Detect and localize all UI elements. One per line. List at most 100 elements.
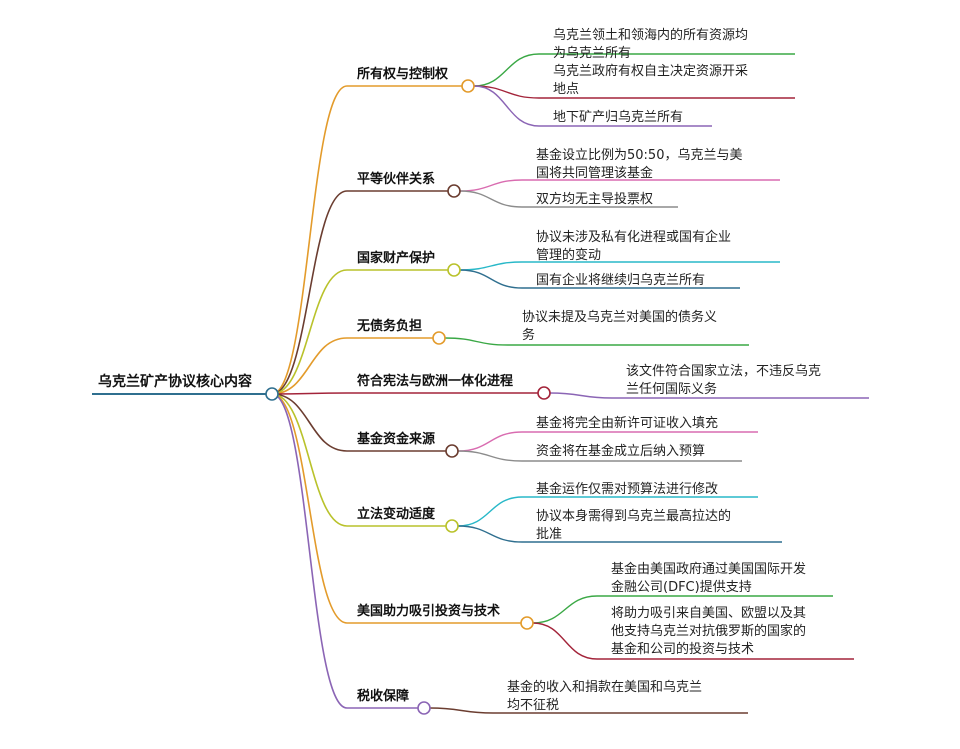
- branch-connector: [271, 392, 348, 395]
- leaf-connector: [549, 392, 613, 399]
- leaf-text-line: 基金由美国政府通过美国国际开发: [611, 561, 806, 577]
- leaf-text-line: 国有企业将继续归乌克兰所有: [536, 272, 705, 288]
- branch-label: 无债务负担: [356, 318, 422, 334]
- leaf-text-line: 基金设立比例为50:50，乌克兰与美: [536, 147, 742, 163]
- branch-junction: [520, 616, 534, 630]
- leaf-text-line: 该文件符合国家立法，不违反乌克: [626, 363, 821, 379]
- root-junction: [265, 387, 279, 401]
- leaf-text-line: 协议本身需得到乌克兰最高拉达的: [536, 508, 731, 524]
- branch-connector: [271, 393, 348, 709]
- branch-label: 所有权与控制权: [357, 66, 449, 82]
- branch-1: 所有权与控制权乌克兰领土和领海内的所有资源均为乌克兰所有乌克兰政府有权自主决定资…: [271, 27, 795, 395]
- leaf-node: 基金将完全由新许可证收入填充: [457, 415, 758, 452]
- leaf-connector: [459, 179, 523, 192]
- leaf-node: 基金运作仅需对预算法进行修改: [457, 481, 758, 527]
- branch-junction: [432, 331, 446, 345]
- branch-junction: [461, 79, 475, 93]
- leaf-text-line: 基金将完全由新许可证收入填充: [536, 415, 718, 431]
- leaf-text-line: 资金将在基金成立后纳入预算: [536, 443, 705, 459]
- branch-junction: [447, 263, 461, 277]
- leaf-text-line: 务: [522, 327, 535, 343]
- branch-junction: [537, 386, 551, 400]
- leaf-text-line: 兰任何国际义务: [626, 381, 717, 397]
- leaf-text-line: 协议未涉及私有化进程或国有企业: [536, 229, 731, 245]
- branch-8: 美国助力吸引投资与技术基金由美国政府通过美国国际开发金融公司(DFC)提供支持将…: [271, 393, 854, 660]
- leaf-text-line: 均不征税: [507, 698, 559, 713]
- branch-connector: [271, 190, 348, 395]
- branch-layer: 所有权与控制权乌克兰领土和领海内的所有资源均为乌克兰所有乌克兰政府有权自主决定资…: [271, 27, 869, 715]
- leaf-text-line: 基金的收入和捐款在美国和乌克兰: [507, 679, 702, 695]
- leaf-connector: [459, 261, 523, 271]
- leaf-connector: [532, 595, 598, 624]
- leaf-connector: [459, 269, 523, 289]
- leaf-connector: [457, 496, 523, 527]
- leaf-connector: [457, 450, 523, 462]
- leaf-text-line: 协议未提及乌克兰对美国的债务义: [522, 309, 717, 325]
- branch-connector: [271, 85, 348, 395]
- branch-junction: [417, 701, 431, 715]
- root-label: 乌克兰矿产协议核心内容: [98, 373, 252, 390]
- root-node: 乌克兰矿产协议核心内容: [92, 373, 266, 395]
- leaf-node: 双方均无主导投票权: [459, 190, 678, 208]
- branch-label: 国家财产保护: [357, 250, 435, 266]
- branch-connector: [271, 393, 348, 527]
- leaf-text-line: 基金运作仅需对预算法进行修改: [536, 481, 718, 497]
- leaf-node: 地下矿产归乌克兰所有: [473, 85, 712, 127]
- leaf-node: 国有企业将继续归乌克兰所有: [459, 269, 740, 289]
- leaf-text-line: 双方均无主导投票权: [536, 191, 653, 207]
- branch-label: 平等伙伴关系: [357, 171, 435, 187]
- branch-label: 美国助力吸引投资与技术: [357, 603, 500, 619]
- leaf-text-line: 国将共同管理该基金: [536, 165, 653, 181]
- leaf-text-line: 批准: [536, 527, 562, 542]
- leaf-text-line: 乌克兰领土和领海内的所有资源均: [553, 27, 748, 43]
- leaf-connector: [457, 525, 523, 543]
- leaf-text-line: 管理的变动: [536, 247, 601, 263]
- branch-label: 税收保障: [357, 688, 409, 704]
- branch-2: 平等伙伴关系 基金设立比例为50:50，乌克兰与美国将共同管理该基金双方均无主导投…: [271, 147, 780, 395]
- leaf-text-line: 将助力吸引来自美国、欧盟以及其: [611, 606, 806, 621]
- leaf-text-line: 金融公司(DFC)提供支持: [611, 579, 752, 595]
- leaf-text-line: 为乌克兰所有: [553, 45, 631, 61]
- branch-label: 立法变动适度: [357, 506, 436, 522]
- leaf-connector: [459, 190, 523, 208]
- leaf-text-line: 他支持乌克兰对抗俄罗斯的国家的: [611, 623, 806, 639]
- leaf-text-line: 乌克兰政府有权自主决定资源开采: [553, 63, 748, 79]
- leaf-connector: [532, 622, 598, 660]
- leaf-node: 将助力吸引来自美国、欧盟以及其他支持乌克兰对抗俄罗斯的国家的基金和公司的投资与技…: [532, 606, 854, 660]
- leaf-connector: [457, 431, 523, 452]
- leaf-connector: [429, 707, 494, 714]
- branch-connector: [271, 337, 348, 395]
- branch-junction: [447, 184, 461, 198]
- leaf-text-line: 地下矿产归乌克兰所有: [553, 109, 683, 125]
- branch-junction: [445, 444, 459, 458]
- leaf-connector: [473, 53, 540, 87]
- branch-junction: [445, 519, 459, 533]
- leaf-node: 资金将在基金成立后纳入预算: [457, 443, 742, 462]
- branch-label: 基金资金来源: [356, 431, 435, 447]
- branch-connector: [271, 269, 348, 395]
- branch-label: 符合宪法与欧洲一体化进程: [357, 373, 513, 389]
- leaf-text-line: 基金和公司的投资与技术: [611, 641, 754, 657]
- branch-connector: [271, 393, 348, 452]
- leaf-text-line: 地点: [553, 82, 579, 97]
- branch-connector: [271, 393, 348, 624]
- leaf-connector: [473, 85, 540, 127]
- leaf-connector: [444, 337, 509, 346]
